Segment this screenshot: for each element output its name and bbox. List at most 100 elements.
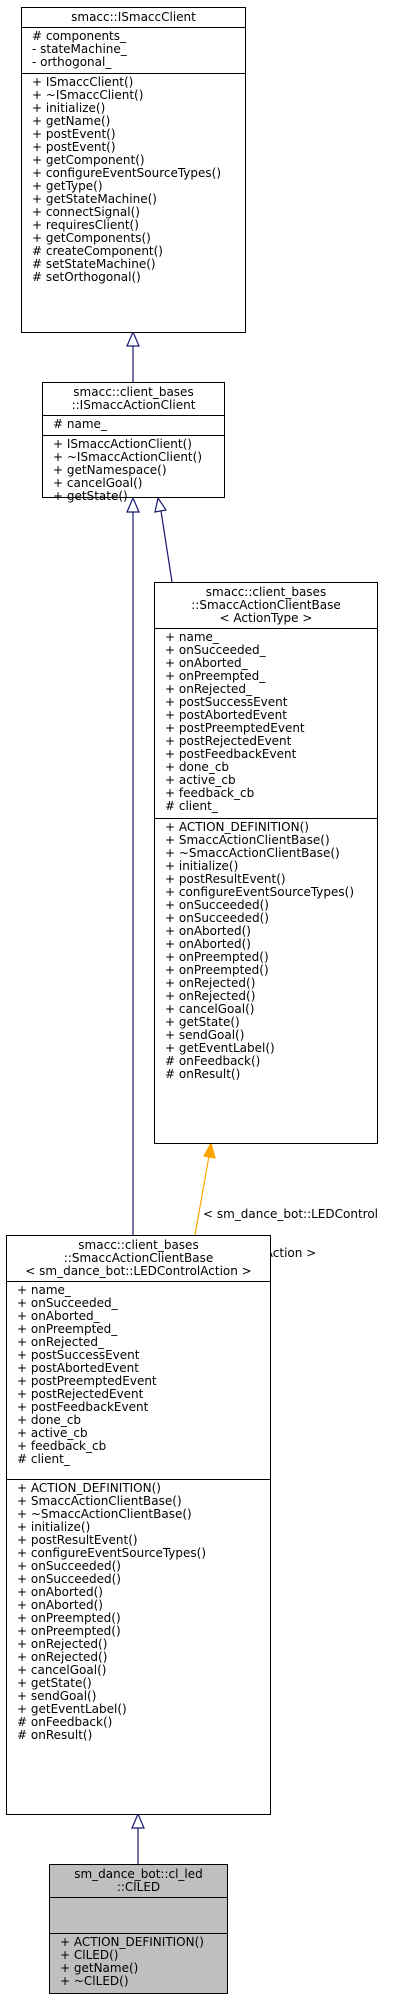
class-box-smaccactionclientbase-ledcontrol: smacc::client_bases ::SmaccActionClientB… — [6, 1235, 271, 1815]
method-item: + ~ISmaccClient() — [32, 88, 144, 102]
class-box-clled: sm_dance_bot::cl_led ::ClLED + ACTION_DE… — [49, 1864, 228, 1994]
attribute-list: + name_ + onSucceeded_ + onAborted_ + on… — [155, 628, 377, 818]
class-box-ismaccclient: smacc::ISmaccClient # components_ - stat… — [21, 7, 246, 333]
method-item: + initialize() — [17, 1520, 91, 1534]
attribute-item: + feedback_cb — [165, 786, 255, 800]
attribute-item: + done_cb — [17, 1413, 82, 1427]
attribute-item: + feedback_cb — [17, 1439, 107, 1453]
class-name-line: ::SmaccActionClientBase — [63, 1251, 214, 1265]
method-item: + ISmaccClient() — [32, 75, 134, 89]
class-name: sm_dance_bot::cl_led ::ClLED — [50, 1865, 227, 1897]
attribute-item: + postRejectedEvent — [17, 1387, 144, 1401]
class-name-line: sm_dance_bot::cl_led — [74, 1867, 203, 1881]
class-name-line: smacc::client_bases — [78, 1238, 199, 1252]
attribute-list: + name_ + onSucceeded_ + onAborted_ + on… — [7, 1281, 270, 1479]
attribute-item: + postPreemptedEvent — [17, 1374, 157, 1388]
class-name: smacc::ISmaccClient — [22, 8, 245, 27]
attribute-item: + onSucceeded_ — [17, 1296, 118, 1310]
class-name-line: smacc::client_bases — [205, 585, 327, 599]
method-list: + ACTION_DEFINITION() + SmaccActionClien… — [7, 1479, 270, 1744]
attribute-item: + postFeedbackEvent — [17, 1400, 149, 1414]
method-item: + getName() — [60, 1961, 139, 1975]
method-item: + onAborted() — [17, 1598, 103, 1612]
method-item: + onRejected() — [17, 1650, 108, 1664]
method-item: + getStateMachine() — [32, 192, 157, 206]
template-binding-arrowhead — [203, 1141, 216, 1159]
method-item: + getNamespace() — [53, 463, 167, 477]
class-name-line: ::SmaccActionClientBase — [191, 598, 341, 612]
method-item: + ACTION_DEFINITION() — [60, 1935, 204, 1949]
attribute-item: + onRejected_ — [17, 1335, 105, 1349]
attribute-item: + postSuccessEvent — [17, 1348, 140, 1362]
class-name-line: < ActionType > — [219, 611, 313, 625]
template-binding-label-line: < sm_dance_bot::LEDControl — [203, 1207, 379, 1221]
method-item: + onAborted() — [165, 937, 251, 951]
inheritance-arrowhead — [126, 496, 140, 513]
method-item: + sendGoal() — [165, 1028, 245, 1042]
method-item: + configureEventSourceTypes() — [32, 166, 222, 180]
method-item: + initialize() — [32, 101, 106, 115]
attribute-item: + onPreempted_ — [165, 669, 266, 683]
method-item: + requiresClient() — [32, 218, 139, 232]
method-item: + SmaccActionClientBase() — [165, 833, 330, 847]
class-box-smaccactionclientbase-template: smacc::client_bases ::SmaccActionClientB… — [154, 582, 378, 1144]
method-item: + onSucceeded() — [17, 1572, 121, 1586]
method-item: + getEventLabel() — [165, 1041, 275, 1055]
method-list: + ACTION_DEFINITION() + ClLED() + getNam… — [50, 1933, 227, 1990]
attribute-item: + postSuccessEvent — [165, 695, 288, 709]
method-item: + getType() — [32, 179, 103, 193]
method-item: + onSucceeded() — [165, 911, 269, 925]
method-item: + ~ClLED() — [60, 1974, 129, 1988]
method-item: + getState() — [165, 1015, 240, 1029]
template-binding-label: < sm_dance_bot::LEDControl Action > — [203, 1182, 378, 1286]
inheritance-edge-template-to-isaction — [160, 510, 173, 583]
method-item: + configureEventSourceTypes() — [17, 1546, 207, 1560]
class-box-ismaccactionclient: smacc::client_bases ::ISmaccActionClient… — [42, 382, 225, 503]
method-item: # setOrthogonal() — [32, 270, 141, 284]
attribute-item: + done_cb — [165, 760, 230, 774]
inheritance-arrowhead — [126, 330, 140, 347]
method-item: + getName() — [32, 114, 111, 128]
method-item: + getState() — [53, 489, 128, 503]
attribute-item: + onPreempted_ — [17, 1322, 118, 1336]
method-list: + ISmaccClient() + ~ISmaccClient() + ini… — [22, 73, 245, 286]
method-item: # onResult() — [165, 1067, 241, 1081]
method-item: + configureEventSourceTypes() — [165, 885, 355, 899]
method-item: + getState() — [17, 1676, 92, 1690]
method-item: + postEvent() — [32, 127, 116, 141]
method-item: + onPreempted() — [165, 963, 269, 977]
method-item: + onSucceeded() — [165, 898, 269, 912]
class-name-line: smacc::ISmaccClient — [71, 10, 196, 24]
class-name-line: ::ClLED — [116, 1880, 161, 1894]
attribute-item: + active_cb — [165, 773, 236, 787]
method-item: # onResult() — [17, 1728, 93, 1742]
attribute-item: # client_ — [17, 1452, 70, 1466]
method-item: + getComponents() — [32, 231, 151, 245]
method-item: # setStateMachine() — [32, 257, 156, 271]
attribute-item: - stateMachine_ — [32, 42, 127, 56]
method-item: + cancelGoal() — [17, 1663, 107, 1677]
method-item: + onSucceeded() — [17, 1559, 121, 1573]
method-item: + SmaccActionClientBase() — [17, 1494, 182, 1508]
attribute-item: + name_ — [17, 1283, 71, 1297]
attribute-list — [50, 1897, 227, 1933]
method-item: + onRejected() — [165, 989, 256, 1003]
attribute-item: + onAborted_ — [165, 656, 248, 670]
method-item: + onAborted() — [17, 1585, 103, 1599]
attribute-item: # name_ — [53, 417, 107, 431]
method-item: + ISmaccActionClient() — [53, 437, 192, 451]
method-item: # onFeedback() — [17, 1715, 113, 1729]
method-list: + ISmaccActionClient() + ~ISmaccActionCl… — [43, 435, 224, 505]
template-binding-label-line: Action > — [264, 1246, 317, 1260]
method-item: + sendGoal() — [17, 1689, 97, 1703]
method-item: + ~SmaccActionClientBase() — [165, 846, 340, 860]
attribute-item: # client_ — [165, 799, 218, 813]
method-item: + cancelGoal() — [53, 476, 143, 490]
method-item: + connectSignal() — [32, 205, 140, 219]
class-name: smacc::client_bases ::SmaccActionClientB… — [7, 1236, 270, 1281]
method-item: + getEventLabel() — [17, 1702, 127, 1716]
attribute-list: # name_ — [43, 415, 224, 435]
method-item: + ClLED() — [60, 1948, 119, 1962]
class-name-line: smacc::client_bases — [73, 385, 194, 399]
